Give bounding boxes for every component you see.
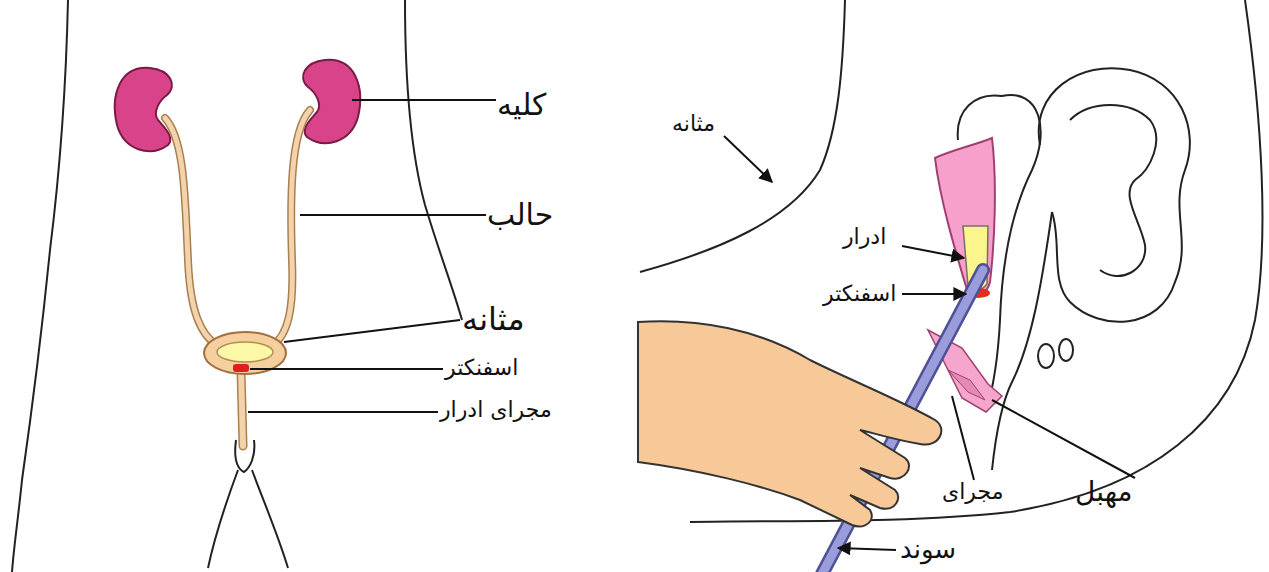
pointer-arrow: [902, 293, 966, 295]
rectum: [992, 212, 1052, 470]
part-label: مجرای: [942, 480, 1003, 504]
bladder: [204, 332, 286, 374]
part-label: سوند: [900, 535, 956, 564]
part-label: مهبل: [1075, 477, 1133, 508]
part-label: مثانه: [672, 112, 715, 136]
part-label: مجرای ادرار: [440, 398, 552, 422]
anatomy-detail: [1038, 344, 1054, 368]
pointer-arrow: [838, 548, 896, 550]
ureter: [165, 118, 218, 346]
intestine: [1039, 68, 1190, 322]
ureter: [272, 110, 310, 346]
body-outline: [12, 0, 68, 572]
part-label: کلیه: [497, 88, 546, 121]
hand: [638, 321, 941, 526]
pointer-arrow: [902, 246, 964, 258]
leg-outline: [252, 470, 288, 568]
urethra-vagina: [948, 370, 985, 400]
kidney: [115, 68, 172, 151]
ureter: [165, 118, 218, 346]
body-outline: [640, 0, 845, 272]
leg-outline: [208, 470, 238, 568]
urethra: [241, 370, 243, 446]
leader-line: [300, 214, 486, 216]
urethra: [241, 370, 243, 446]
pointer-arrow: [724, 136, 772, 182]
leader-line: [284, 320, 460, 342]
intestine: [1070, 105, 1156, 276]
part-label: اسفنکتر: [445, 356, 518, 380]
leader-line: [992, 400, 1135, 478]
urine: [217, 342, 273, 362]
leader-line: [952, 396, 974, 480]
body-outline: [405, 0, 462, 320]
ureter: [272, 110, 310, 346]
leader-line: [352, 99, 496, 101]
sphincter: [233, 364, 249, 372]
leader-line: [250, 368, 443, 370]
part-label: مثانه: [462, 302, 525, 337]
leader-line: [248, 411, 438, 413]
part-label: ادرار: [843, 225, 886, 249]
part-label: اسفنکتر: [823, 282, 896, 306]
part-label: حالب: [487, 198, 553, 231]
anatomy-detail: [1059, 339, 1073, 361]
kidney: [303, 60, 360, 143]
